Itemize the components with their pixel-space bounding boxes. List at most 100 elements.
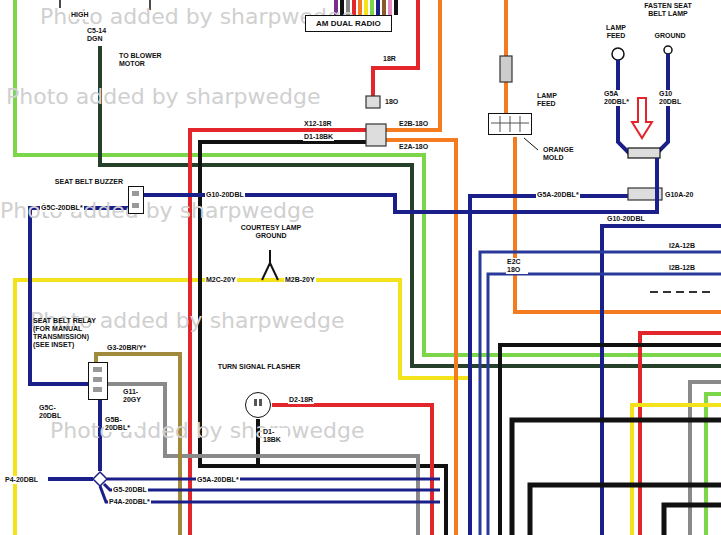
wire-label: D1-18BK — [303, 133, 334, 141]
wire-label: G5A-20DBL* — [536, 191, 580, 199]
wire — [530, 485, 721, 535]
node-label: SEAT BELT BUZZER — [55, 178, 123, 186]
bulb-symbol — [612, 48, 624, 60]
wire-label: G10-20DBL — [606, 215, 646, 223]
watermark: Photo added by sharpwedge — [50, 418, 365, 443]
callout-arrow — [632, 98, 652, 138]
node-label: GROUND — [648, 32, 692, 40]
wire-label: G3-20BR/Y* — [106, 344, 147, 352]
wire-label: HIGH — [70, 11, 90, 19]
wire — [504, 0, 508, 56]
wire-label: G5B- 20DBL* — [104, 416, 138, 432]
wire-label: M2C-20Y — [205, 276, 237, 284]
wire — [388, 0, 392, 15]
pin-grid — [500, 116, 501, 132]
buzzer-connector: SEAT BELT BUZZER — [128, 186, 144, 214]
splice-diamond — [93, 472, 107, 486]
wire — [394, 0, 398, 15]
symbol — [129, 187, 145, 215]
wire — [480, 252, 721, 535]
wire-label: P4-20DBL — [4, 476, 39, 484]
symbol — [246, 393, 272, 419]
wire — [512, 420, 721, 535]
wire — [504, 82, 508, 113]
leader-line — [524, 138, 538, 150]
wire-label: G10 20DBL — [658, 90, 688, 106]
wire — [602, 226, 721, 535]
wire-label: E2A-18O — [398, 143, 429, 151]
wire — [370, 0, 374, 15]
ground-symbol — [269, 250, 271, 263]
wire — [108, 384, 418, 535]
wire — [364, 0, 368, 15]
ground-terminal — [664, 46, 672, 54]
pin — [93, 377, 102, 382]
wire-label: 18O — [384, 98, 399, 106]
plug — [500, 56, 512, 82]
wire — [706, 394, 721, 535]
connector — [628, 148, 660, 158]
node-label: AM DUAL RADIO — [316, 19, 381, 28]
wire — [655, 158, 659, 170]
wire-label: P4A-20DBL* — [108, 498, 151, 506]
symbol — [489, 114, 533, 136]
pin-grid — [520, 116, 521, 132]
wire-label: E2C 18O — [506, 258, 528, 274]
wire-label: G10A-20 — [664, 191, 694, 199]
wire — [15, 280, 470, 535]
seat-belt-lamp: FASTEN SEAT BELT LAMPLAMP FEEDGROUND — [596, 2, 706, 170]
wire — [382, 0, 386, 15]
wire — [640, 333, 721, 535]
wire-label: G5C-20DBL* — [40, 204, 84, 212]
lamp-feed-connector: LAMP FEEDORANGE MOLD — [488, 113, 532, 135]
wire-label: COURTESY LAMP GROUND — [228, 224, 314, 240]
wire-label: X12-18R — [303, 120, 333, 128]
wire — [500, 345, 721, 535]
wire — [488, 274, 721, 535]
dashed-line — [650, 291, 712, 293]
wire — [618, 60, 630, 154]
wire-label: I2A-12B — [668, 242, 696, 250]
node-label: LAMP FEED — [537, 92, 567, 108]
node-label: TURN SIGNAL FLASHER — [214, 363, 304, 371]
wire — [15, 0, 721, 355]
pin — [254, 399, 257, 406]
wire-label: G5A-20DBL* — [196, 476, 240, 484]
wire — [100, 486, 440, 502]
pin-grid — [491, 123, 529, 124]
pin — [93, 367, 102, 372]
wire-label: C5-14 DGN — [86, 27, 114, 43]
wire-label: G10-20DBL — [205, 191, 245, 199]
radio-box: AM DUAL RADIO — [305, 15, 392, 32]
wire — [376, 0, 380, 15]
pin — [93, 387, 102, 392]
pin — [132, 191, 139, 196]
node-label: SEAT BELT RELAY (FOR MANUAL TRANSMISSION… — [33, 317, 105, 349]
flasher-circle: TURN SIGNAL FLASHER — [245, 392, 271, 418]
wire-label: M2B-20Y — [284, 276, 316, 284]
wire-label: 18R — [382, 55, 397, 63]
wire — [96, 354, 180, 535]
wire-label: TO BLOWER MOTOR — [118, 52, 190, 68]
wire-label: E2B-18O — [398, 120, 429, 128]
wire — [104, 484, 440, 490]
symbol — [89, 363, 109, 401]
wire — [386, 0, 440, 130]
wire — [632, 405, 721, 535]
relay-box: SEAT BELT RELAY (FOR MANUAL TRANSMISSION… — [88, 362, 108, 400]
wire-label: G5A 20DBL* — [603, 90, 635, 106]
wire-label: G11- 20GY — [122, 388, 148, 404]
wire-label: G5C- 20DBL — [38, 404, 70, 420]
wire — [664, 505, 721, 535]
node-label: LAMP FEED — [600, 24, 632, 40]
watermark: Photo added by sharpwedge — [6, 84, 321, 109]
connector — [366, 124, 386, 146]
wire — [48, 477, 93, 481]
wire-label: D1- 18BK — [262, 428, 288, 444]
wire — [358, 0, 362, 15]
pin-grid — [510, 116, 511, 132]
wire-label: I2B-12B — [668, 264, 696, 272]
pin — [132, 203, 139, 208]
